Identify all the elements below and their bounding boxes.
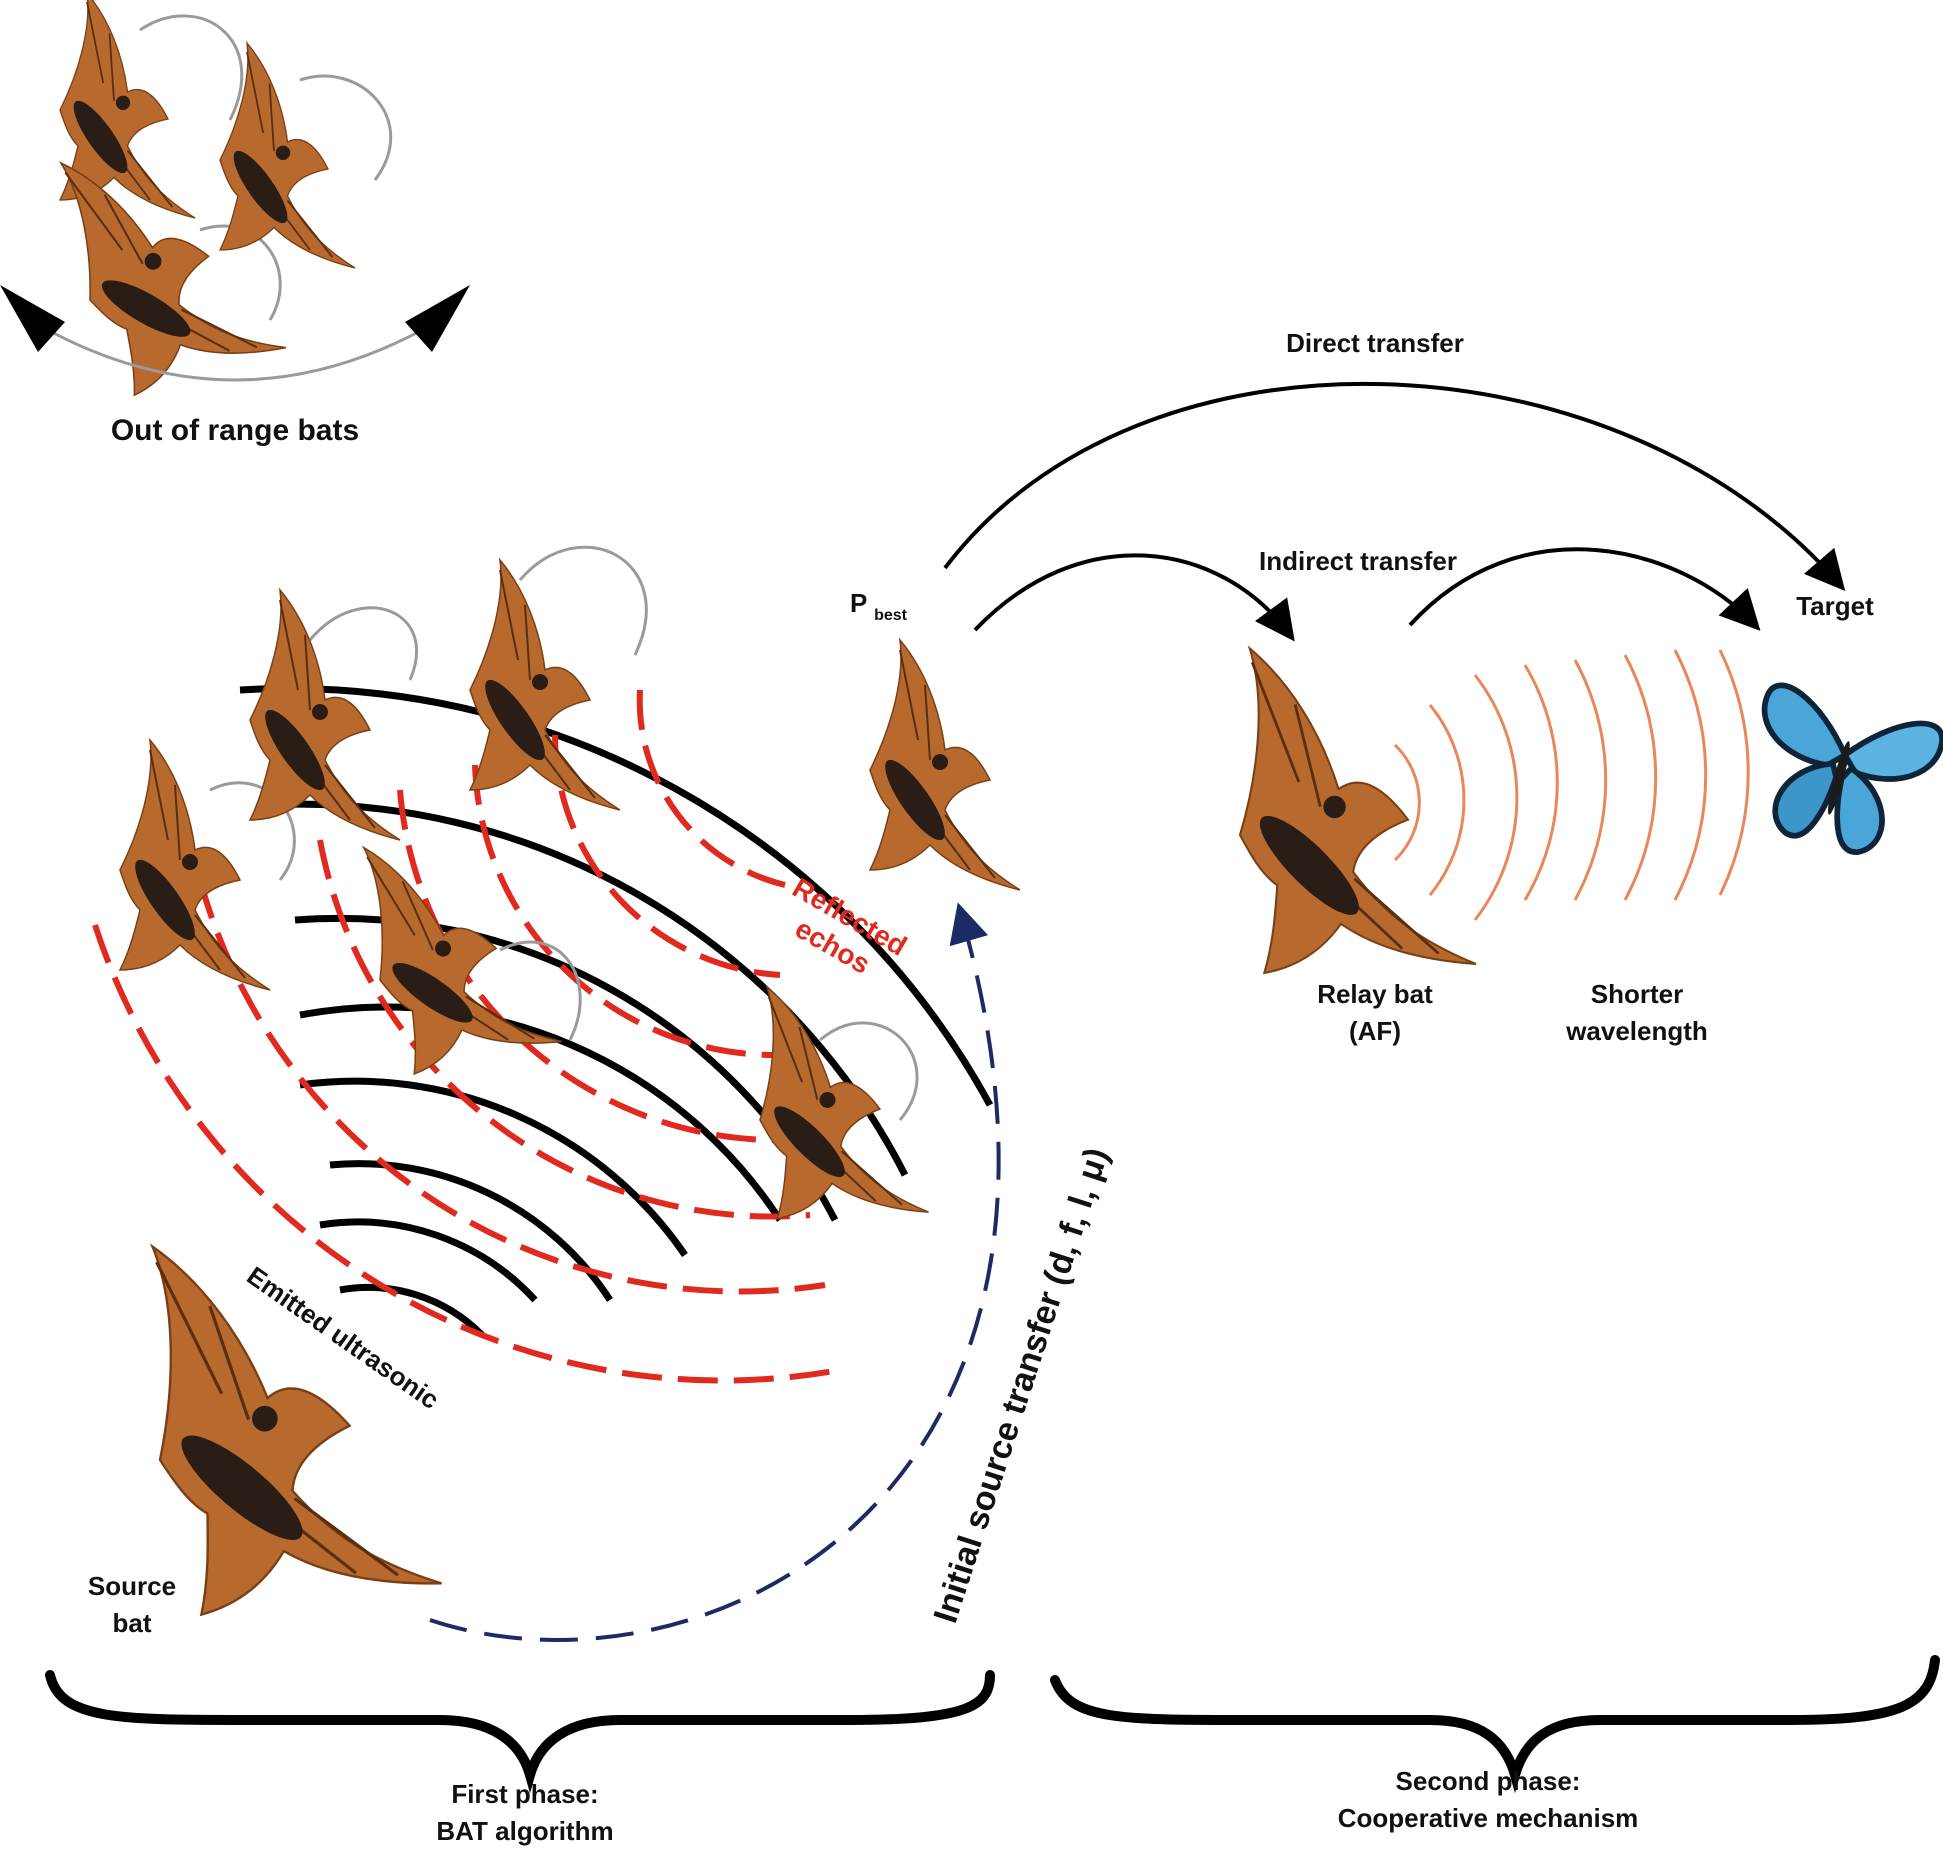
emitted-arc [339,1284,485,1338]
source-label-line2: bat [113,1608,152,1638]
relay-bat-icon [1206,617,1478,1002]
wave-arc [1473,674,1519,921]
indirect-transfer-label: Indirect transfer [1259,546,1457,576]
emitted-ultrasonic-label: Emitted ultrasonic [242,1260,445,1415]
bat-icon [119,739,271,991]
first-phase-label-line2: BAT algorithm [436,1816,613,1846]
loop-arc [139,14,244,121]
indirect-transfer-arrow-1 [973,553,1295,642]
loop-arc [299,74,393,181]
butterfly-icon [1734,682,1943,867]
p-best-main: P [850,588,867,618]
svg-text:P best: P best [850,588,908,624]
direct-transfer-arrow [943,381,1846,592]
indirect-transfer-arrow-2 [1408,547,1761,631]
bat-icon [249,589,401,841]
loop-arc [499,940,582,1041]
shorter-wavelength-waves [1393,649,1750,921]
emitted-arc [264,800,909,1177]
out-of-range-group: Out of range bats [0,0,470,447]
wave-arc [1393,743,1421,862]
wave-arc [1673,649,1708,901]
source-bat: Source bat [88,1195,444,1648]
bat-icon [869,639,1021,891]
shorter-label-line2: wavelength [1565,1016,1708,1046]
reflected-echos-label: Reflected echos [787,872,912,980]
emitted-arc [239,685,994,1107]
first-phase-brace: First phase: BAT algorithm [45,1670,995,1846]
swarm-bats [119,545,1021,1240]
bat-icon [469,559,621,811]
target-label: Target [1796,591,1874,621]
wave-arc [1428,704,1466,896]
wave-arc [1718,649,1750,896]
echo-arc [92,924,841,1384]
second-phase-label-line1: Second phase: [1396,1766,1581,1796]
emitted-arc [299,1003,783,1222]
relay-label-line1: Relay bat [1317,979,1433,1009]
loop-arc [308,606,418,681]
wave-arc [1523,664,1559,901]
initial-transfer-arrow [429,902,1001,1642]
right-triangle-icon [405,285,470,352]
emitted-arc [299,1077,688,1257]
emitted-arc [294,914,839,1222]
reflected-echo-waves [92,689,841,1384]
echo-arc [636,689,786,888]
p-best-sub: best [874,607,908,624]
out-of-range-label: Out of range bats [111,414,359,447]
second-phase-brace: Second phase: Cooperative mechanism [1050,1655,1940,1833]
echo-arc [197,879,826,1295]
range-arc [29,318,441,382]
loop-arc [518,545,648,656]
target: Target [1734,591,1943,867]
p-best-label: P best [850,588,908,624]
wave-arc [1623,654,1658,901]
source-label-line1: Source [88,1571,176,1601]
second-phase-label-line2: Cooperative mechanism [1338,1803,1639,1833]
first-phase-label-line1: First phase: [451,1779,598,1809]
loop-arc [819,1021,919,1121]
left-triangle-icon [0,285,65,352]
emitted-arc [329,1160,613,1302]
direct-transfer-label: Direct transfer [1286,328,1464,358]
emitted-arc [319,1218,538,1303]
echo-arc [317,839,811,1220]
transfer-arrows: Direct transfer Indirect transfer [943,328,1846,642]
echo-arc [472,764,781,1059]
loop-arc [199,224,282,321]
echo-arc [551,734,781,978]
wave-arc [1573,659,1608,901]
relay-bat: Relay bat (AF) [1206,617,1478,1046]
relay-label-line2: (AF) [1349,1016,1401,1046]
shorter-label-line1: Shorter [1591,979,1683,1009]
